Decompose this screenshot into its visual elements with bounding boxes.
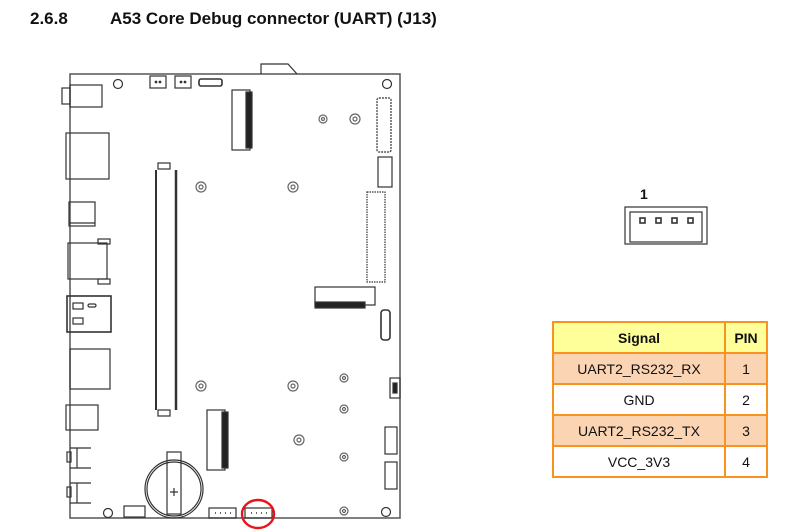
connector-diagram [624, 206, 708, 245]
dc-jack [68, 201, 96, 227]
audio-jack-2 [66, 447, 91, 469]
mount-hole [381, 78, 393, 90]
standoff [339, 452, 349, 462]
standoff [318, 114, 328, 124]
standoff [287, 181, 299, 193]
connector-pin [687, 217, 694, 224]
top-2pin-connector [174, 75, 192, 89]
pin-cell: 4 [724, 445, 768, 478]
j13-uart-connector[interactable] [244, 507, 273, 519]
signal-cell: GND [552, 383, 726, 416]
pin1-label: 1 [640, 186, 648, 202]
standoff [339, 404, 349, 414]
signal-cell: UART2_RS232_TX [552, 414, 726, 447]
m2-slot-top [231, 89, 253, 151]
coin-battery [144, 451, 204, 519]
usb-port [66, 295, 112, 333]
right-5pin-connector [377, 156, 393, 188]
standoff [339, 373, 349, 383]
board-to-board-connector [366, 191, 386, 283]
signal-cell: UART2_RS232_RX [552, 352, 726, 385]
section-heading: 2.6.8 A53 Core Debug connector (UART) (J1… [30, 9, 437, 29]
sd-card-slot [69, 348, 111, 390]
standoff [349, 113, 361, 125]
pin-header-20 [376, 97, 392, 153]
m2-slot-bottom [206, 409, 229, 471]
ethernet-port-2 [67, 238, 111, 285]
pin-table: Signal PIN UART2_RS232_RX 1 GND 2 UART2_… [552, 321, 768, 478]
table-row: UART2_RS232_TX 3 [552, 414, 768, 447]
bottom-2pin-connector [123, 505, 146, 518]
pin-cell: 1 [724, 352, 768, 385]
pin-cell: 3 [724, 414, 768, 447]
right-4pin-connector [384, 461, 398, 490]
signal-cell: VCC_3V3 [552, 445, 726, 478]
standoff [339, 506, 349, 516]
board-outline [69, 73, 401, 519]
header-signal: Signal [552, 321, 726, 354]
connector-inner [629, 211, 703, 243]
pin-cell: 2 [724, 383, 768, 416]
mount-hole [380, 506, 392, 518]
section-title: A53 Core Debug connector (UART) (J13) [110, 9, 437, 28]
left-connector [65, 404, 99, 431]
connector-pin [655, 217, 662, 224]
standoff [293, 434, 305, 446]
fpc-connector [198, 78, 223, 87]
board-diagram [61, 63, 401, 530]
table-row: UART2_RS232_RX 1 [552, 352, 768, 385]
side-switch [389, 377, 401, 399]
mini-pcie-connector [314, 286, 376, 309]
table-row: GND 2 [552, 383, 768, 416]
mount-hole [102, 507, 114, 519]
mount-hole [112, 78, 124, 90]
audio-jack-3 [66, 482, 91, 504]
connector-pin [639, 217, 646, 224]
right-4pin-connector [384, 426, 398, 455]
sodimm-slot [155, 162, 178, 417]
top-tab [260, 63, 298, 75]
connector-pin [671, 217, 678, 224]
top-2pin-connector [149, 75, 167, 89]
header-pin: PIN [724, 321, 768, 354]
standoff [287, 380, 299, 392]
bottom-4pin-connector [208, 507, 237, 519]
highlight-circle [240, 498, 276, 530]
button [380, 309, 391, 341]
standoff [195, 380, 207, 392]
ethernet-port [65, 132, 110, 180]
pin-table-header: Signal PIN [552, 321, 768, 354]
connector-outline [624, 206, 708, 245]
section-number: 2.6.8 [30, 9, 68, 28]
table-row: VCC_3V3 4 [552, 445, 768, 478]
standoff [195, 181, 207, 193]
audio-jack [61, 84, 103, 108]
